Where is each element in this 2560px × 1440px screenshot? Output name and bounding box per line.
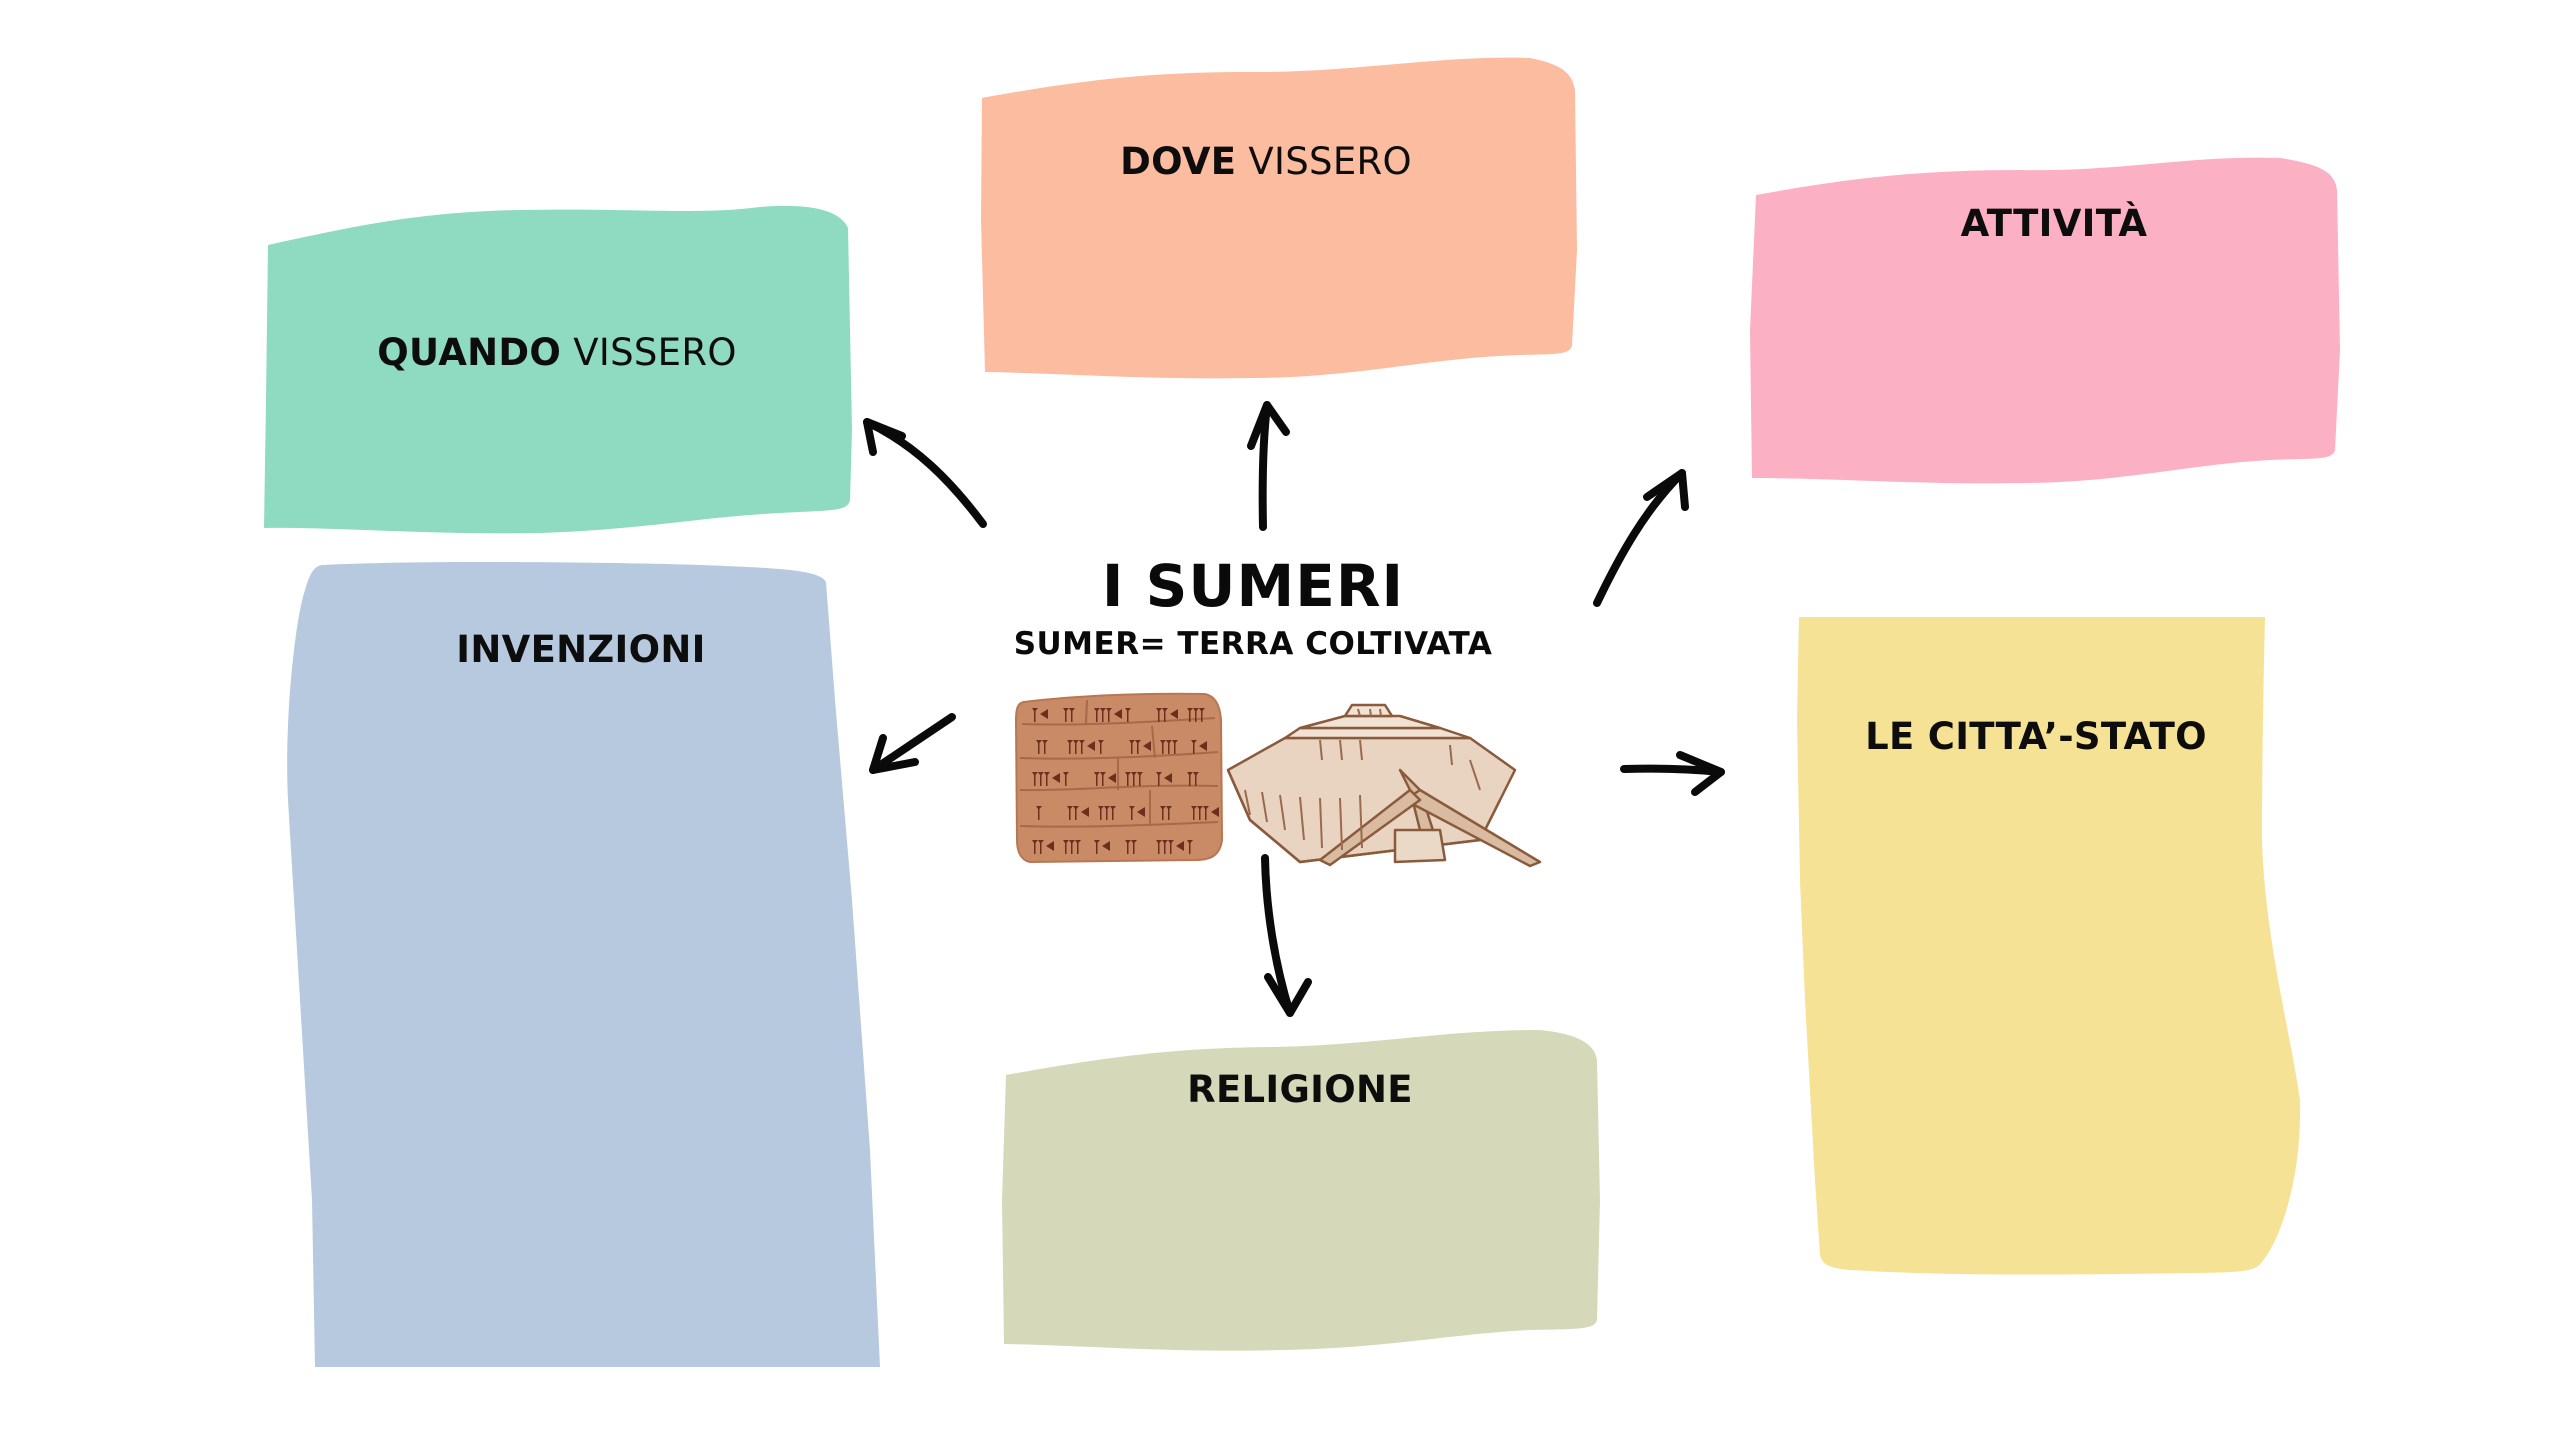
cuneiform-glyph: [1032, 772, 1060, 786]
label-attivita: ATTIVITÀ: [1961, 202, 2148, 245]
label-attivita-text: ATTIVITÀ: [1960, 202, 2148, 245]
ziggurat-image: [1226, 703, 1542, 868]
cuneiform-glyph: [1063, 772, 1069, 786]
cuneiform-glyph: [1098, 806, 1116, 820]
label-quando-bold: QUANDO: [377, 331, 562, 374]
label-religione: RELIGIONE: [1187, 1068, 1413, 1111]
label-quando-vissero: QUANDO VISSERO: [377, 331, 737, 374]
cuneiform-glyph: [1067, 740, 1095, 754]
box-invenzioni: [287, 561, 880, 1367]
cuneiform-glyph: [1032, 840, 1054, 854]
arrow-to-attivita: [1593, 469, 1689, 607]
cuneiform-glyph: [1191, 806, 1219, 820]
label-citta-stato-text: LE CITTA’-STATO: [1865, 715, 2207, 758]
arrow-to-invenzioni: [869, 713, 956, 774]
map-subtitle: SUMER= TERRA COLTIVATA: [1013, 626, 1493, 662]
label-invenzioni: INVENZIONI: [456, 628, 705, 671]
arrow-to-dove: [1247, 401, 1290, 531]
cuneiform-glyph: [1094, 708, 1122, 722]
cuneiform-glyph: [1160, 806, 1172, 820]
cuneiform-glyph: [1187, 708, 1205, 722]
label-religione-text: RELIGIONE: [1187, 1068, 1413, 1111]
label-invenzioni-text: INVENZIONI: [456, 628, 706, 671]
box-dove-vissero: [981, 57, 1577, 379]
box-religione: [1002, 1030, 1600, 1351]
cuneiform-glyph: [1187, 840, 1193, 854]
label-quando-light: VISSERO: [561, 331, 737, 374]
cuneiform-glyph: [1125, 772, 1143, 786]
label-dove-bold: DOVE: [1120, 140, 1237, 183]
label-citta-stato: LE CITTA’-STATO: [1865, 715, 2207, 758]
box-attivita: [1750, 157, 2340, 484]
cuneiform-glyph: [1036, 740, 1048, 754]
cuneiform-glyph: [1094, 840, 1110, 854]
cuneiform-glyph: [1063, 840, 1081, 854]
map-title: I SUMERI: [1101, 552, 1405, 620]
cuneiform-glyph: [1032, 708, 1048, 722]
arrow-to-quando: [863, 418, 987, 528]
cuneiform-glyph: [1160, 740, 1178, 754]
cuneiform-glyph: [1129, 740, 1151, 754]
label-dove-light: VISSERO: [1236, 140, 1412, 183]
cuneiform-glyph: [1036, 806, 1042, 820]
cuneiform-glyph: [1187, 772, 1199, 786]
cuneiform-glyph: [1098, 740, 1104, 754]
cuneiform-glyph: [1094, 772, 1116, 786]
box-quando-vissero: [264, 205, 852, 534]
box-citta-stato: [1797, 617, 2301, 1275]
cuneiform-glyph: [1125, 840, 1137, 854]
cuneiform-glyph: [1156, 708, 1178, 722]
arrow-to-religione: [1261, 854, 1312, 1017]
cuneiform-glyph: [1063, 708, 1075, 722]
cuneiform-glyph: [1129, 806, 1145, 820]
cuneiform-glyph: [1067, 806, 1089, 820]
cuneiform-glyph: [1156, 840, 1184, 854]
arrow-to-citta-stato: [1620, 751, 1725, 796]
cuneiform-tablet-image: [1014, 692, 1224, 864]
cuneiform-glyph: [1125, 708, 1131, 722]
label-dove-vissero: DOVE VISSERO: [1120, 140, 1412, 183]
cuneiform-glyph: [1191, 740, 1207, 754]
cuneiform-glyph: [1156, 772, 1172, 786]
